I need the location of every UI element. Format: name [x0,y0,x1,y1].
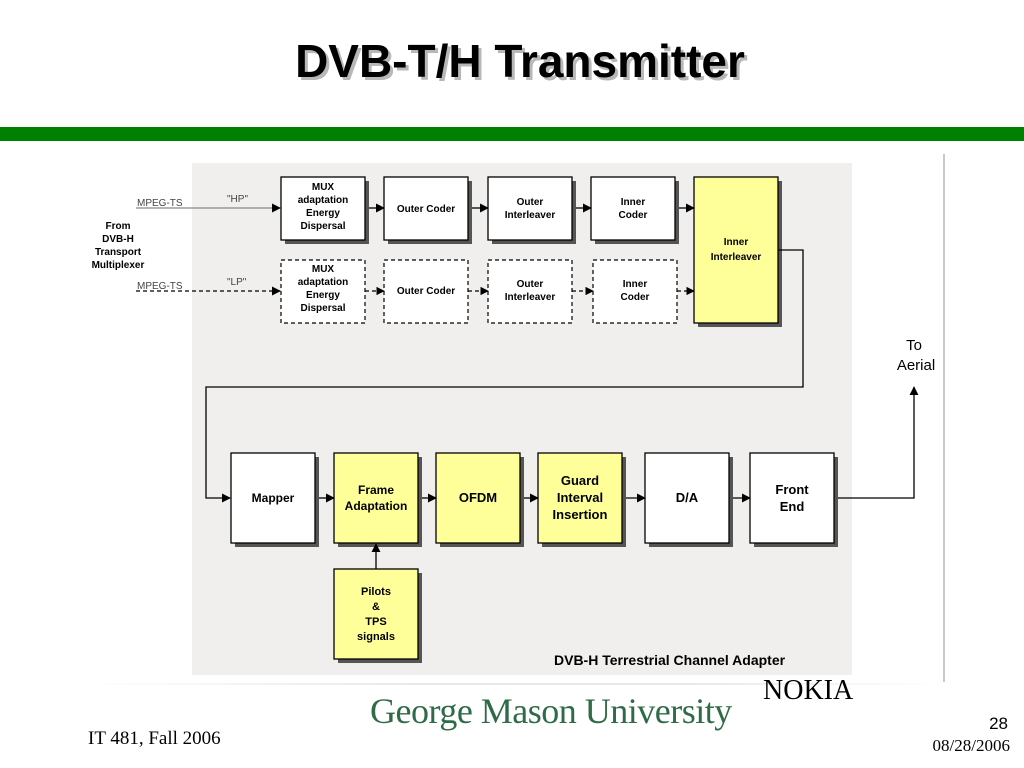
page-number: 28 [989,714,1008,733]
hp-outer-coder-block [383,176,469,241]
slide-title: DVB-T/H Transmitter [295,35,745,87]
footer-rule [78,683,944,685]
nokia-logo: NOKIA [763,675,854,706]
pilots-line-1: Pilots [361,586,391,598]
hp-outer-coder-label: Outer Coder [397,204,455,215]
lp-outer-interleaver-block [487,259,573,324]
hp-mux-block [280,176,366,241]
source-line-3: Transport [95,247,142,258]
lp-mux-line-3: Energy [306,290,340,301]
pilots-line-4: signals [357,631,395,643]
lp-mux-line-1: MUX [312,264,335,275]
lp-inner-coder-line-1: Inner [623,279,648,290]
front-end-block [749,452,835,544]
front-end-line-1: Front [775,482,809,497]
diagram-caption: DVB-H Terrestrial Channel Adapter [554,652,786,668]
lp-signal-label: MPEG-TS [137,281,183,292]
dvb-transmitter-diagram: From DVB-H Transport Multiplexer MPEG-TS… [78,150,948,685]
lp-outer-coder-block [383,259,469,324]
course-label: IT 481, Fall 2006 [88,728,221,749]
hp-mux-line-3: Energy [306,208,340,219]
hp-mux-line-4: Dispersal [300,221,345,232]
hp-mux-line-2: adaptation [298,195,349,206]
guard-interval-line-3: Insertion [553,507,608,522]
source-line-1: From [106,221,131,232]
route-interleaver-to-mapper [205,249,804,503]
lp-inner-coder-line-2: Coder [621,292,650,303]
frame-adaptation-block [333,452,419,544]
guard-interval-line-1: Guard [561,473,599,488]
source-label: From DVB-H Transport Multiplexer [92,221,145,271]
ofdm-block [435,452,521,544]
guard-interval-block [537,452,623,544]
pilots-line-3: TPS [365,616,386,628]
title-divider-bar [0,127,1024,141]
pilots-line-2: & [372,601,380,613]
frame-adaptation-line-1: Frame [358,483,394,497]
slide-date: 08/28/2006 [932,736,1010,755]
hp-outer-interleaver-block [487,176,573,241]
hp-inner-coder-line-1: Inner [621,197,646,208]
hp-outer-interleaver-line-2: Interleaver [505,210,556,221]
mapper-label: Mapper [252,491,295,505]
hp-signal-label: MPEG-TS [137,198,183,209]
source-line-4: Multiplexer [92,260,145,271]
inner-interleaver-block [693,176,779,324]
lp-mux-line-4: Dispersal [300,303,345,314]
hp-tag-label: "HP" [227,194,248,205]
lp-outer-interleaver-line-1: Outer [517,279,544,290]
guard-interval-line-2: Interval [557,490,603,505]
inner-interleaver-line-2: Interleaver [711,252,762,263]
hp-inner-coder-block [590,176,676,241]
aerial-line-2: Aerial [897,357,935,374]
da-block [644,452,730,544]
hp-inner-coder-line-2: Coder [619,210,648,221]
lp-tag-label: "LP" [227,277,247,288]
front-end-line-2: End [780,499,805,514]
source-line-2: DVB-H [102,234,134,245]
ofdm-label: OFDM [459,490,497,505]
aerial-line-1: To [906,337,922,354]
arrow-frontend-aerial [838,386,919,499]
pilots-block [333,568,419,660]
da-label: D/A [676,490,699,505]
lp-outer-interleaver-line-2: Interleaver [505,292,556,303]
lp-outer-coder-label: Outer Coder [397,286,455,297]
mapper-block [230,452,316,544]
lp-mux-line-2: adaptation [298,277,349,288]
university-logo: George Mason University [370,691,732,731]
hp-mux-line-1: MUX [312,182,335,193]
frame-adaptation-line-2: Adaptation [345,499,408,513]
hp-outer-interleaver-line-1: Outer [517,197,544,208]
inner-interleaver-line-1: Inner [724,237,749,248]
